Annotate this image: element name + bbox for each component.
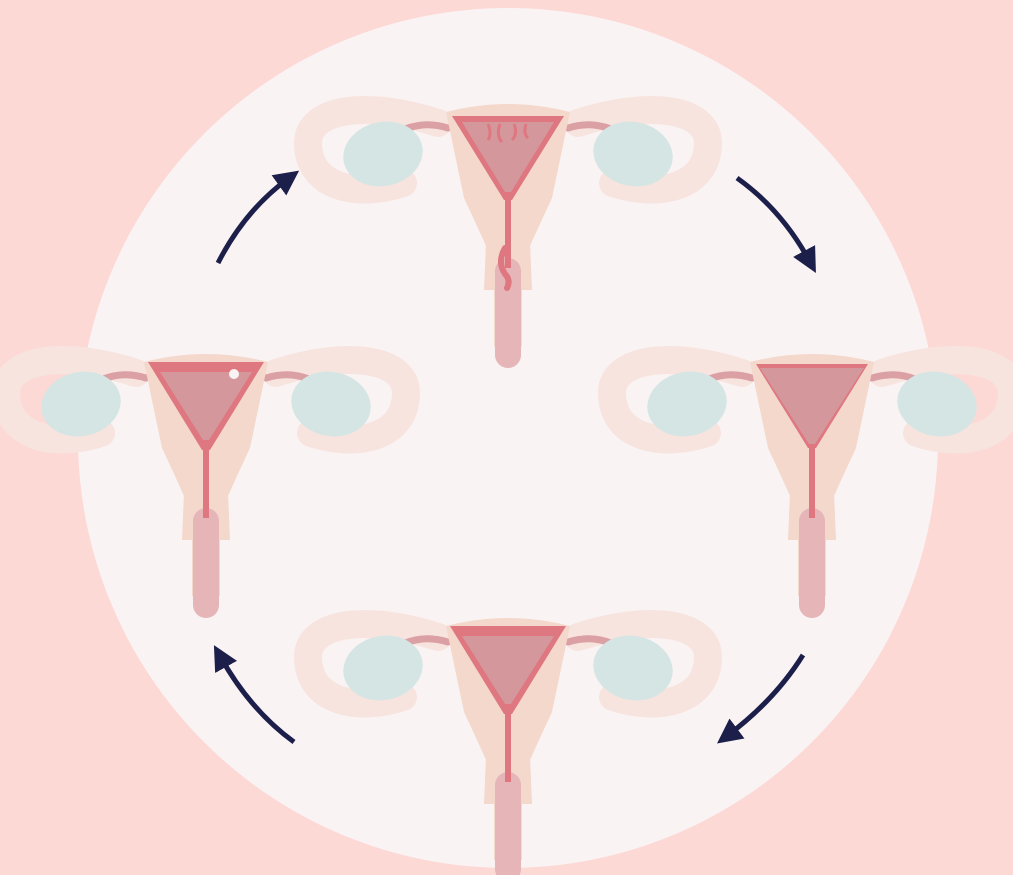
egg-icon bbox=[229, 369, 239, 379]
